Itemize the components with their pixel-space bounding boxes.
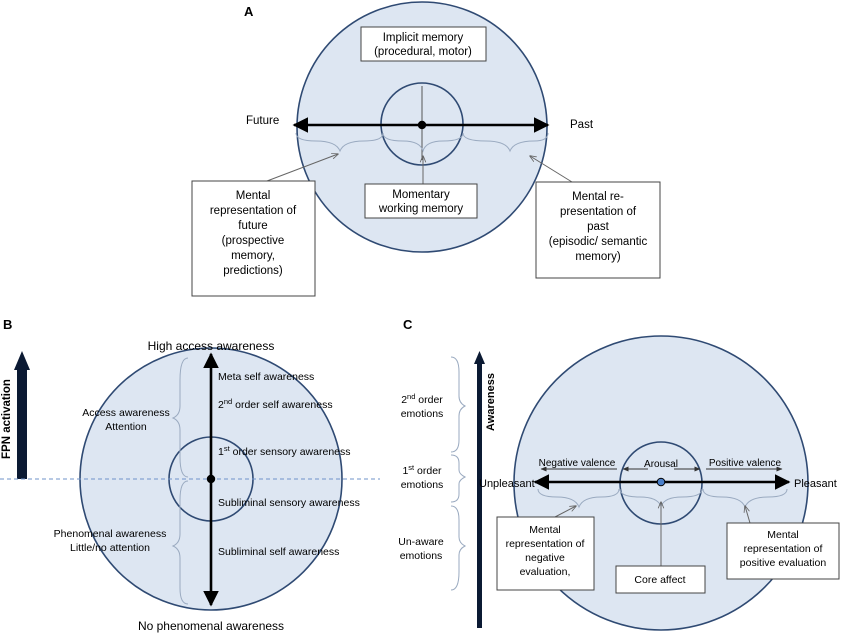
future-pointer xyxy=(266,154,338,182)
fpn-activation-label: FPN activation xyxy=(1,379,13,459)
first-order-sup-b: st xyxy=(224,444,231,453)
pleasant-label: Pleasant xyxy=(794,478,837,490)
future-label: Future xyxy=(246,115,279,127)
access-awareness-label: Access awareness xyxy=(82,407,170,419)
fpn-arrow-shaft xyxy=(17,370,27,479)
negative-valence-label: Negative valence xyxy=(539,458,616,469)
future-box-line5: memory, xyxy=(231,250,275,262)
panel-b-label: B xyxy=(3,317,12,332)
first-order-emotions-line2: emotions xyxy=(401,479,444,491)
past-box-line4: (episodic/ semantic xyxy=(549,236,648,248)
first-order-sensory-awareness: 1st order sensory awareness xyxy=(218,444,351,458)
working-memory-line2: working memory xyxy=(378,203,464,215)
negative-box-line4: evaluation, xyxy=(520,566,571,578)
second-order-rest-c: order xyxy=(415,394,443,406)
core-affect-label: Core affect xyxy=(634,574,685,586)
future-box-line6: predictions) xyxy=(223,265,283,277)
negative-evaluation-box xyxy=(496,516,595,591)
phenomenal-brace xyxy=(171,480,189,605)
second-order-num-b: 2 xyxy=(218,399,224,411)
first-order-emotions: 1st order xyxy=(402,463,442,477)
subliminal-sensory-awareness: Subliminal sensory awareness xyxy=(218,497,360,509)
negative-box-line3: negative xyxy=(525,552,565,564)
second-order-sup-c: nd xyxy=(407,392,415,401)
first-order-brace xyxy=(450,454,467,503)
implicit-memory-line2: (procedural, motor) xyxy=(374,46,472,58)
implicit-memory-box xyxy=(360,26,487,62)
negative-pointer xyxy=(554,506,576,518)
panel-b: B FPN activation High access awareness N… xyxy=(0,317,380,633)
past-box-line1: Mental re- xyxy=(572,191,624,203)
second-order-num-c: 2 xyxy=(401,394,407,406)
center-dot-c xyxy=(656,477,666,487)
meta-self-awareness: Meta self awareness xyxy=(218,371,314,383)
first-order-num-c: 1 xyxy=(402,465,408,477)
little-attention-label: Little/no attention xyxy=(70,542,150,554)
second-order-self-awareness: 2nd order self awareness xyxy=(218,397,333,411)
first-order-rest-b: order sensory awareness xyxy=(230,446,351,458)
first-order-rest-c: order xyxy=(414,465,442,477)
no-phenomenal-awareness: No phenomenal awareness xyxy=(138,619,284,633)
negative-brace xyxy=(537,488,620,509)
past-brace xyxy=(462,132,549,153)
unaware-brace xyxy=(450,505,467,591)
negative-valence-bg xyxy=(537,455,616,467)
second-order-emotions-line2: emotions xyxy=(401,408,444,420)
awareness-label: Awareness xyxy=(485,373,497,431)
attention-label: Attention xyxy=(105,421,147,433)
working-memory-line1: Momentary xyxy=(392,189,450,201)
positive-box-line2: representation of xyxy=(744,543,823,555)
second-order-sup-b: nd xyxy=(224,397,232,406)
panel-a: A Implicit memory (procedural, motor) Fu… xyxy=(191,1,661,297)
first-order-num-b: 1 xyxy=(218,446,224,458)
unaware-emotions-line2: emotions xyxy=(400,550,443,562)
positive-box-line3: positive evaluation xyxy=(740,557,827,569)
positive-valence-label: Positive valence xyxy=(709,458,782,469)
second-order-brace xyxy=(450,356,467,453)
future-box xyxy=(191,180,316,297)
future-box-line3: future xyxy=(238,220,267,232)
working-memory-box xyxy=(364,183,478,219)
core-affect-box xyxy=(615,565,706,594)
arousal-label: Arousal xyxy=(644,459,678,470)
center-dot-b xyxy=(206,474,216,484)
past-label: Past xyxy=(570,119,594,131)
working-brace xyxy=(382,132,464,153)
awareness-arrow-head xyxy=(474,351,485,364)
past-box-line3: past xyxy=(587,221,610,233)
second-order-rest-b: order self awareness xyxy=(232,399,332,411)
future-brace xyxy=(295,132,384,153)
positive-valence-bg xyxy=(706,455,784,467)
access-brace xyxy=(171,357,189,478)
panel-a-label: A xyxy=(244,4,254,19)
unpleasant-label: Unpleasant xyxy=(479,478,535,490)
unaware-emotions: Un-aware xyxy=(398,536,444,548)
panel-c: C Awareness 2nd order emotions 1st order… xyxy=(398,317,840,631)
positive-evaluation-box xyxy=(726,522,840,580)
negative-box-line2: representation of xyxy=(506,538,585,550)
past-pointer xyxy=(530,156,573,183)
future-box-line1: Mental xyxy=(236,190,271,202)
fpn-arrow-head xyxy=(14,351,30,370)
positive-pointer xyxy=(745,506,751,524)
past-box xyxy=(535,181,661,279)
past-box-line5: memory) xyxy=(575,251,621,263)
future-box-line2: representation of xyxy=(210,205,297,217)
center-dot-a xyxy=(417,120,427,130)
phenomenal-awareness-label: Phenomenal awareness xyxy=(54,528,167,540)
negative-box-line1: Mental xyxy=(529,524,561,536)
second-order-emotions: 2nd order xyxy=(401,392,443,406)
positive-box-line1: Mental xyxy=(767,529,799,541)
high-access-awareness: High access awareness xyxy=(148,339,275,353)
panel-c-label: C xyxy=(403,317,413,332)
awareness-arrow-shaft xyxy=(477,362,482,628)
subliminal-self-awareness: Subliminal self awareness xyxy=(218,546,339,558)
past-box-line2: presentation of xyxy=(560,206,637,218)
future-box-line4: (prospective xyxy=(222,235,285,247)
implicit-memory-line1: Implicit memory xyxy=(383,32,464,44)
first-order-sup-c: st xyxy=(408,463,415,472)
